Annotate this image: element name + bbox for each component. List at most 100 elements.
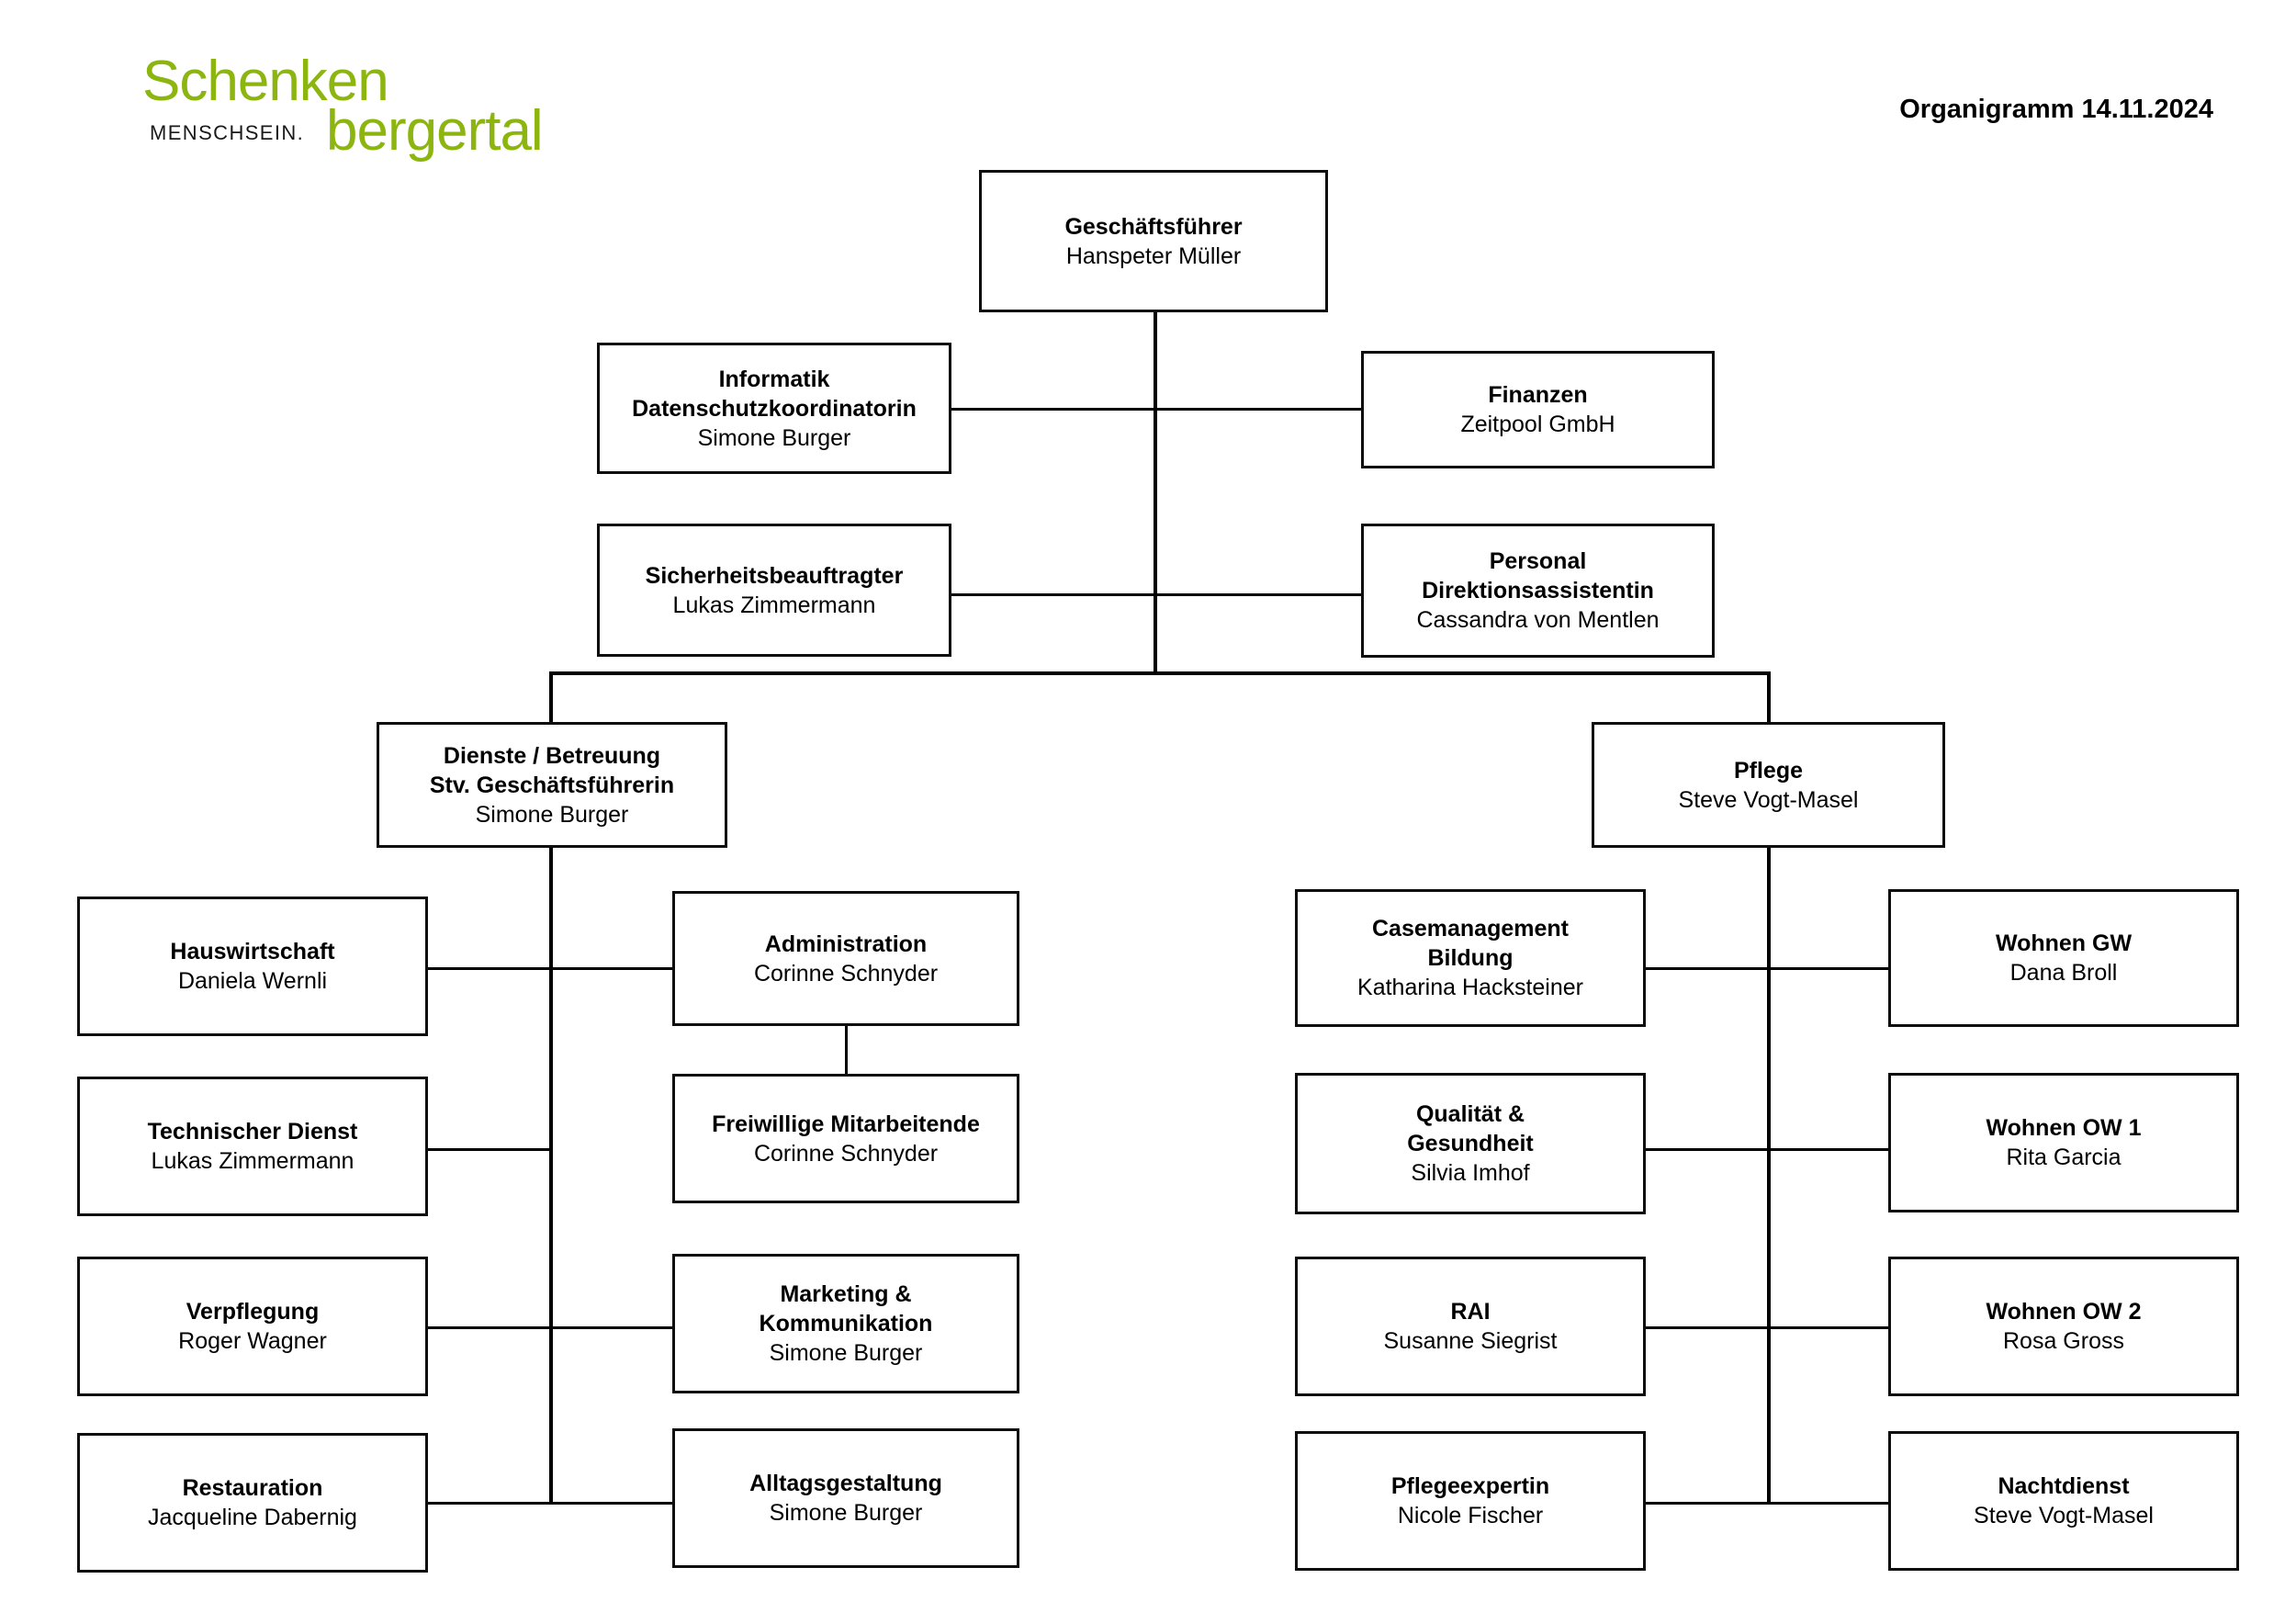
node-person: Lukas Zimmermann [672,592,876,618]
node-pflegeexpertin[interactable]: Pflegeexpertin Nicole Fischer [1295,1431,1646,1571]
connector-dienste-to-administration [549,967,672,970]
connector-pflege-spine [1767,848,1771,1503]
connector-pflege-to-rai [1646,1326,1769,1329]
node-person: Simone Burger [475,801,629,828]
node-title: Qualität & Gesundheit [1407,1101,1534,1156]
node-marketing-kommunikation[interactable]: Marketing & Kommunikation Simone Burger [672,1254,1019,1393]
connector-dienste-to-marketing [549,1326,672,1329]
node-title: Wohnen GW [1995,930,2133,956]
node-title: Nachtdienst [1998,1473,2130,1499]
logo-tagline: MENSCHSEIN. [150,121,305,144]
node-title: Hauswirtschaft [170,939,335,964]
node-person: Corinne Schnyder [753,1140,939,1167]
node-person: Cassandra von Mentlen [1416,607,1660,633]
node-person: Daniela Wernli [177,968,328,994]
connector-dienste-to-verpflegung [428,1326,551,1329]
connector-dienste-spine [549,848,553,1503]
node-person: Katharina Hacksteiner [1357,975,1583,1000]
connector-distributor-bar [549,671,1771,675]
connector-drop-dienste [549,671,553,724]
connector-dienste-to-restauration [428,1502,551,1505]
connector-drop-pflege [1767,671,1771,724]
node-title: Pflegeexpertin [1390,1473,1550,1499]
node-person: Rosa Gross [2003,1328,2124,1354]
node-personal[interactable]: Personal Direktionsassistentin Cassandra… [1361,524,1715,658]
connector-dienste-to-hauswirtschaft [428,967,551,970]
connector-pflege-to-casemanagement [1646,967,1769,970]
node-title: Casemanagement Bildung [1372,916,1569,971]
node-informatik[interactable]: Informatik Datenschutzkoordinatorin Simo… [597,343,951,474]
node-title: Wohnen OW 2 [1986,1299,2142,1325]
node-person: Rita Garcia [2006,1145,2122,1170]
node-administration[interactable]: Administration Corinne Schnyder [672,891,1019,1026]
node-title: Geschäftsführer [1064,213,1243,240]
connector-informatik-to-spine [951,408,1155,411]
node-person: Nicole Fischer [1397,1503,1544,1528]
node-person: Simone Burger [697,424,851,451]
node-sicherheitsbeauftragter[interactable]: Sicherheitsbeauftragter Lukas Zimmermann [597,524,951,657]
node-title: Verpflegung [186,1299,320,1325]
node-finanzen[interactable]: Finanzen Zeitpool GmbH [1361,351,1715,468]
connector-dienste-to-technischer [428,1148,551,1151]
node-technischer-dienst[interactable]: Technischer Dienst Lukas Zimmermann [77,1077,428,1216]
company-logo: Schenken MENSCHSEIN. bergertal [142,53,620,173]
connector-dienste-to-alltagsgestaltung [549,1502,672,1505]
node-person: Hanspeter Müller [1065,242,1242,269]
node-casemanagement-bildung[interactable]: Casemanagement Bildung Katharina Hackste… [1295,889,1646,1027]
node-person: Lukas Zimmermann [151,1148,355,1174]
connector-administration-to-freiwillige [845,1024,848,1076]
connector-pflege-to-wohnen-ow2 [1767,1326,1890,1329]
node-freiwillige-mitarbeitende[interactable]: Freiwillige Mitarbeitende Corinne Schnyd… [672,1074,1019,1203]
connector-pflege-to-pflegeexpertin [1646,1502,1769,1505]
node-person: Zeitpool GmbH [1460,412,1615,437]
node-rai[interactable]: RAI Susanne Siegrist [1295,1257,1646,1396]
connector-pflege-to-wohnen-gw [1767,967,1890,970]
node-hauswirtschaft[interactable]: Hauswirtschaft Daniela Wernli [77,897,428,1036]
node-person: Steve Vogt-Masel [1678,786,1859,813]
node-pflege[interactable]: Pflege Steve Vogt-Masel [1592,722,1945,848]
logo-line-schenken: Schenken [142,50,389,113]
node-person: Silvia Imhof [1411,1160,1530,1186]
node-title: Freiwillige Mitarbeitende [712,1111,980,1137]
node-wohnen-gw[interactable]: Wohnen GW Dana Broll [1888,889,2239,1027]
node-qualitaet-gesundheit[interactable]: Qualität & Gesundheit Silvia Imhof [1295,1073,1646,1214]
node-alltagsgestaltung[interactable]: Alltagsgestaltung Simone Burger [672,1428,1019,1568]
node-title: Wohnen OW 1 [1986,1115,2142,1141]
node-title: Administration [764,930,928,957]
node-person: Roger Wagner [178,1328,327,1354]
node-title: Technischer Dienst [147,1119,358,1145]
node-nachtdienst[interactable]: Nachtdienst Steve Vogt-Masel [1888,1431,2239,1571]
node-title: Alltagsgestaltung [749,1471,942,1496]
connector-spine-to-finanzen [1154,408,1363,411]
node-geschaeftsfuehrer[interactable]: Geschäftsführer Hanspeter Müller [979,170,1328,312]
node-title: Marketing & Kommunikation [759,1281,933,1336]
node-title: Dienste / Betreuung Stv. Geschäftsführer… [429,742,675,798]
node-wohnen-ow2[interactable]: Wohnen OW 2 Rosa Gross [1888,1257,2239,1396]
connector-ceo-spine [1154,310,1157,674]
node-person: Corinne Schnyder [753,960,939,987]
node-title: Pflege [1733,757,1804,784]
node-verpflegung[interactable]: Verpflegung Roger Wagner [77,1257,428,1396]
connector-pflege-to-nachtdienst [1767,1502,1890,1505]
logo-line-bergertal: bergertal [326,99,544,163]
node-wohnen-ow1[interactable]: Wohnen OW 1 Rita Garcia [1888,1073,2239,1212]
node-title: Sicherheitsbeauftragter [645,562,904,589]
connector-pflege-to-wohnen-ow1 [1767,1148,1890,1151]
node-person: Simone Burger [769,1500,923,1526]
node-title: RAI [1450,1299,1491,1325]
node-title: Informatik Datenschutzkoordinatorin [632,366,917,422]
node-restauration[interactable]: Restauration Jacqueline Dabernig [77,1433,428,1573]
node-person: Jacqueline Dabernig [148,1505,357,1530]
node-title: Restauration [182,1475,323,1501]
node-person: Steve Vogt-Masel [1974,1503,2154,1528]
node-dienste-betreuung[interactable]: Dienste / Betreuung Stv. Geschäftsführer… [377,722,727,848]
connector-pflege-to-qualitaet [1646,1148,1769,1151]
node-title: Personal Direktionsassistentin [1422,548,1654,603]
node-title: Finanzen [1488,382,1588,408]
node-person: Susanne Siegrist [1383,1328,1558,1354]
node-person: Simone Burger [769,1340,923,1366]
connector-spine-to-personal [1154,593,1363,596]
page-title: Organigramm 14.11.2024 [1899,95,2213,124]
node-person: Dana Broll [2009,960,2118,986]
